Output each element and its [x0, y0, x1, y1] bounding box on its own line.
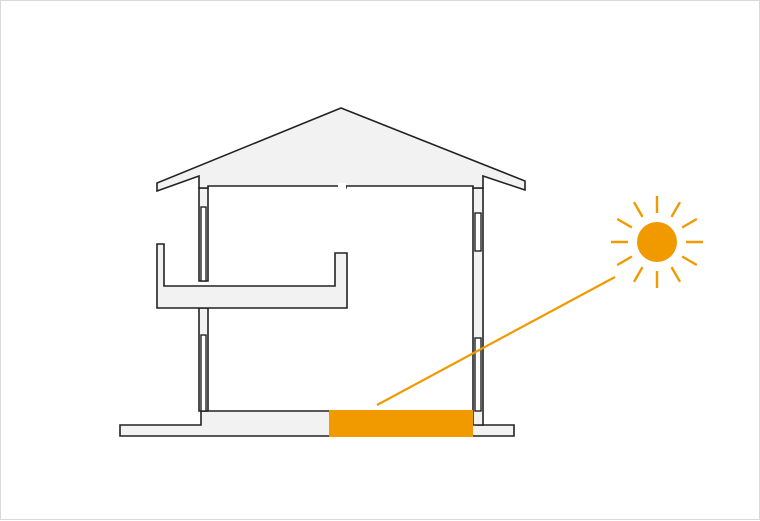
thermal-mass-floor — [329, 410, 473, 437]
sun-ray-stroke — [670, 266, 682, 283]
sun-ray-stroke — [670, 201, 682, 218]
balcony-slab — [156, 243, 348, 309]
roof — [156, 107, 526, 193]
sun-ray-stroke — [632, 201, 644, 218]
window-left-upper — [200, 206, 207, 282]
window-left-lower — [200, 334, 207, 412]
window-right-lower — [474, 337, 482, 412]
window-right-upper — [474, 212, 482, 252]
sunlight-ray — [376, 276, 616, 406]
ceiling-gap — [338, 183, 346, 189]
sun-disc — [637, 222, 677, 262]
sun-ray-stroke — [681, 255, 698, 267]
sun-ray-stroke — [681, 217, 698, 229]
sun-ray-stroke — [616, 217, 633, 229]
sun-ray-stroke — [616, 255, 633, 267]
sun-ray-stroke — [632, 266, 644, 283]
sun-icon — [611, 196, 703, 288]
